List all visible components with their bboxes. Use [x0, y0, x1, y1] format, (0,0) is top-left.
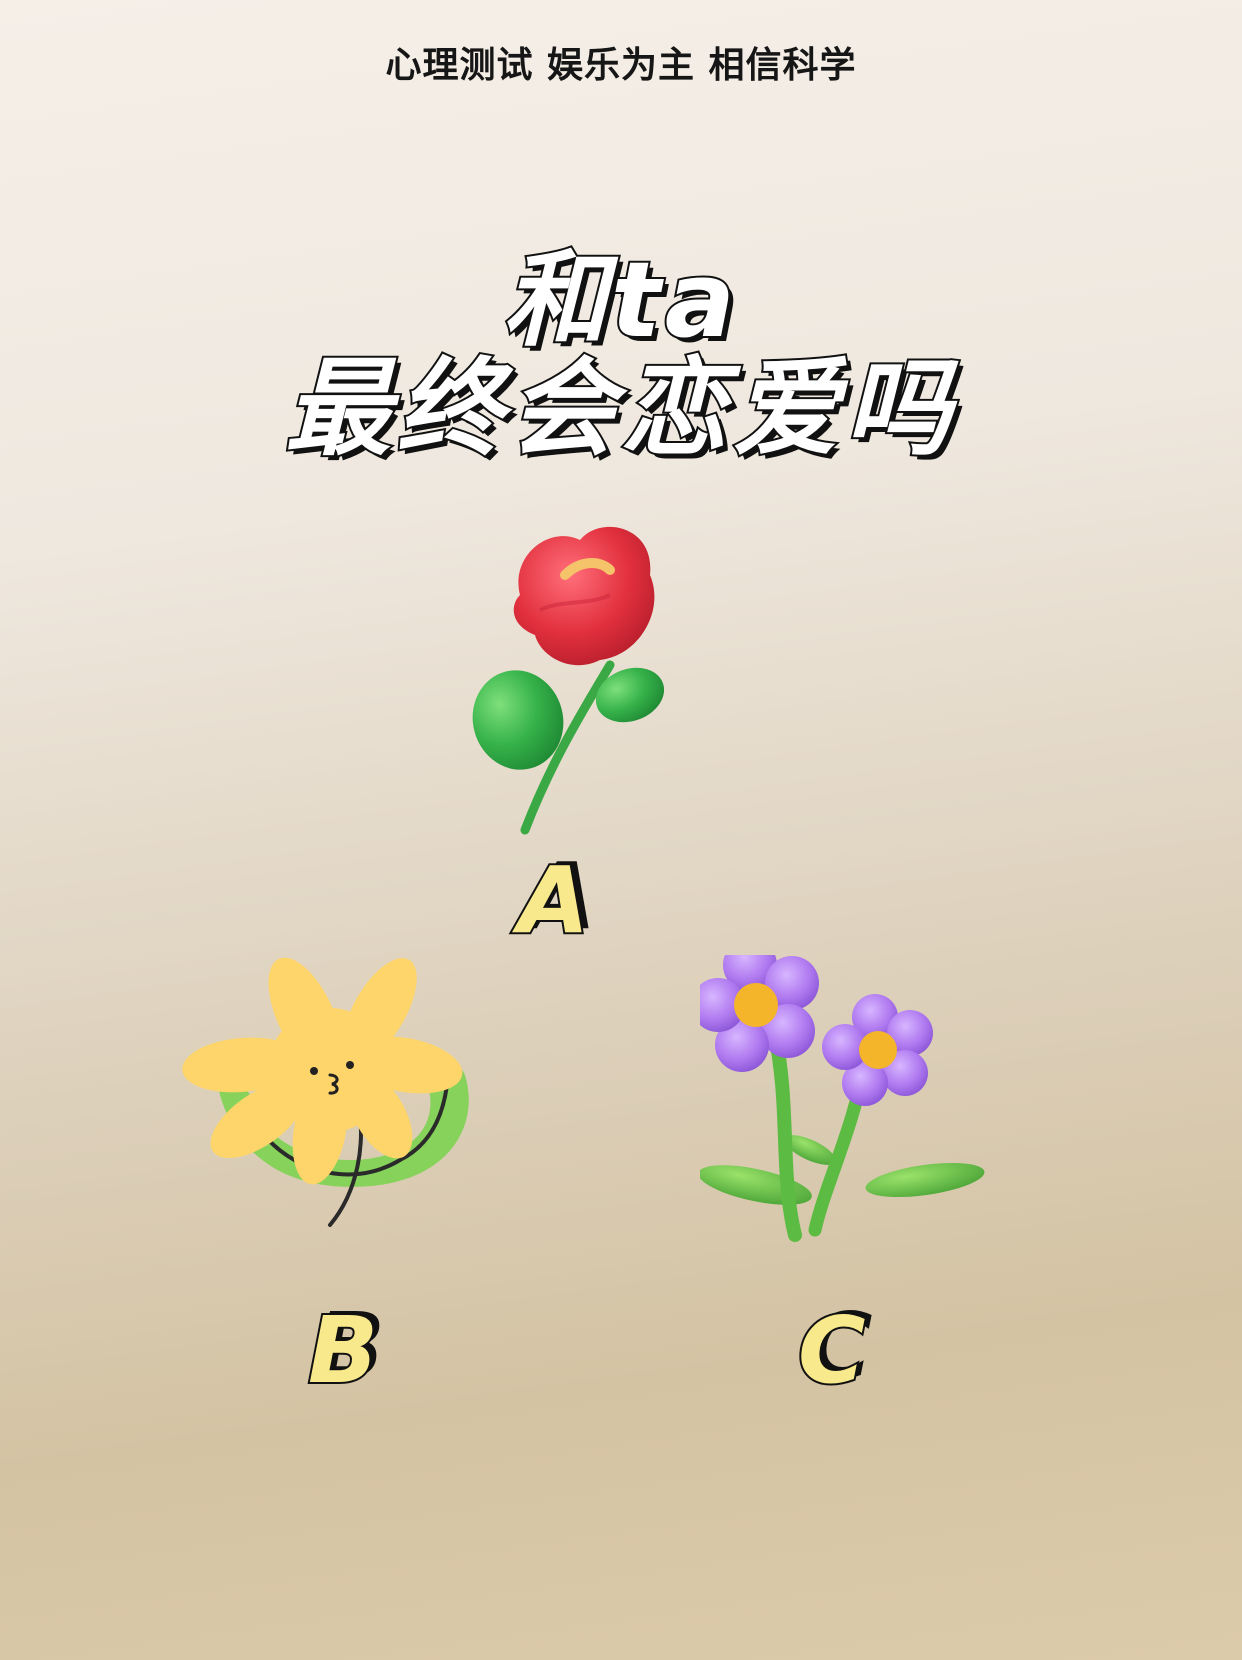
page-subtitle: 心理测试 娱乐为主 相信科学 — [385, 45, 857, 86]
title-line-1: 和ta — [501, 237, 739, 363]
option-b-flower[interactable] — [180, 955, 520, 1255]
option-c-letter[interactable]: C — [796, 1297, 868, 1404]
option-c-flower[interactable] — [691, 938, 1000, 1255]
purple-flowers-icon — [691, 938, 985, 1242]
red-tulip-icon — [472, 526, 665, 835]
option-a-letter[interactable]: A — [516, 847, 591, 954]
yellow-lily-icon — [182, 957, 469, 1227]
title-line-2: 最终会恋爱吗 — [283, 345, 957, 472]
option-a-flower[interactable] — [470, 515, 700, 835]
option-b-letter[interactable]: B — [306, 1297, 380, 1404]
